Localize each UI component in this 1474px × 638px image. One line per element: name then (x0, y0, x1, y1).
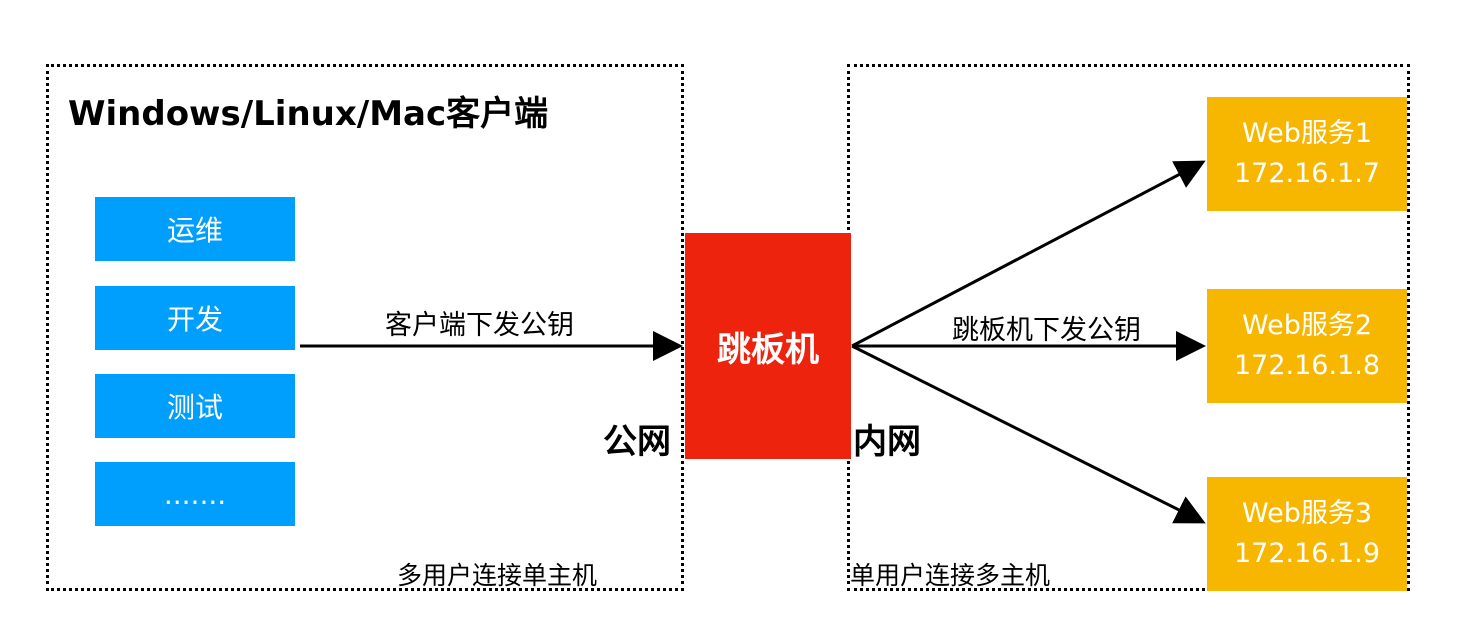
role-box-dev: 开发 (95, 286, 295, 350)
arrow-jump-to-server-3 (851, 344, 1206, 524)
arrow-jump-to-server-1 (851, 160, 1206, 348)
role-box-more: ....... (95, 462, 295, 526)
role-box-ops: 运维 (95, 197, 295, 261)
internal-network-label: 内网 (853, 422, 921, 462)
client-zone-title: Windows/Linux/Mac客户端 (68, 94, 549, 134)
server-ip: 172.16.1.8 (1234, 350, 1380, 381)
client-zone-caption: 多用户连接单主机 (397, 561, 598, 590)
client-to-jump-label: 客户端下发公钥 (385, 310, 574, 341)
server-zone-caption: 单用户连接多主机 (850, 561, 1051, 590)
server-name: Web服务1 (1241, 118, 1373, 149)
server-box-1: Web服务1 172.16.1.7 (1207, 97, 1407, 211)
public-network-label: 公网 (603, 422, 671, 462)
server-name: Web服务3 (1241, 498, 1373, 529)
server-ip: 172.16.1.7 (1234, 158, 1380, 189)
server-box-2: Web服务2 172.16.1.8 (1207, 289, 1407, 403)
client-zone-border (46, 64, 684, 591)
server-ip: 172.16.1.9 (1234, 538, 1380, 569)
server-name: Web服务2 (1241, 310, 1373, 341)
jump-to-servers-label: 跳板机下发公钥 (952, 315, 1141, 346)
jump-host-box: 跳板机 (685, 233, 851, 459)
server-box-3: Web服务3 172.16.1.9 (1207, 477, 1407, 591)
role-box-test: 测试 (95, 374, 295, 438)
